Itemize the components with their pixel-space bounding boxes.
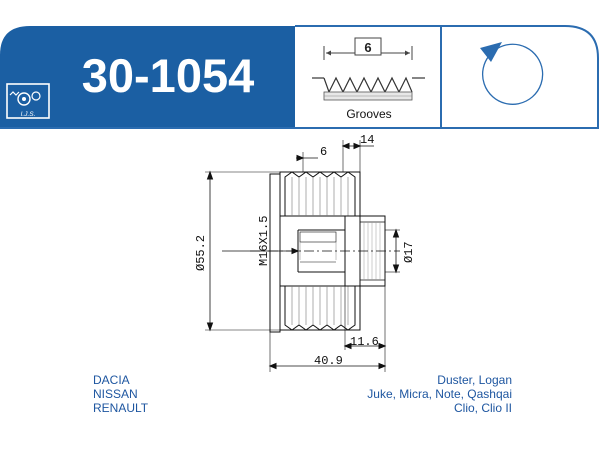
make-label: RENAULT bbox=[93, 401, 149, 415]
dim-groove-count: 6 bbox=[320, 145, 327, 159]
models-label: Duster, Logan bbox=[437, 373, 512, 387]
vehicle-models: Duster, Logan Juke, Micra, Note, Qashqai… bbox=[367, 373, 512, 415]
grooves-count: 6 bbox=[364, 40, 371, 55]
part-number: 30-1054 bbox=[82, 49, 255, 102]
header-frame bbox=[0, 25, 599, 129]
make-label: NISSAN bbox=[93, 387, 138, 401]
grooves-icon: 6 bbox=[312, 37, 425, 101]
vehicle-makes: DACIA NISSAN RENAULT bbox=[93, 373, 148, 415]
rotation-arrow-icon bbox=[480, 42, 544, 105]
dim-bore: Ø17 bbox=[402, 241, 416, 263]
make-label: DACIA bbox=[93, 373, 130, 387]
company-logo: I.J.S. bbox=[6, 83, 50, 119]
dim-hub-length: 11.6 bbox=[350, 335, 379, 349]
pulley-drawing bbox=[205, 140, 400, 372]
models-label: Clio, Clio II bbox=[453, 401, 512, 415]
dim-total-length: 40.9 bbox=[314, 354, 343, 368]
grooves-label: Grooves bbox=[346, 107, 391, 121]
dim-top-width: 14 bbox=[360, 133, 374, 147]
header-block bbox=[0, 26, 295, 128]
models-label: Juke, Micra, Note, Qashqai bbox=[367, 387, 512, 401]
logo-text: I.J.S. bbox=[21, 111, 36, 118]
dim-outer-diameter: Ø55.2 bbox=[194, 235, 208, 271]
dim-thread: M16X1.5 bbox=[257, 216, 271, 266]
